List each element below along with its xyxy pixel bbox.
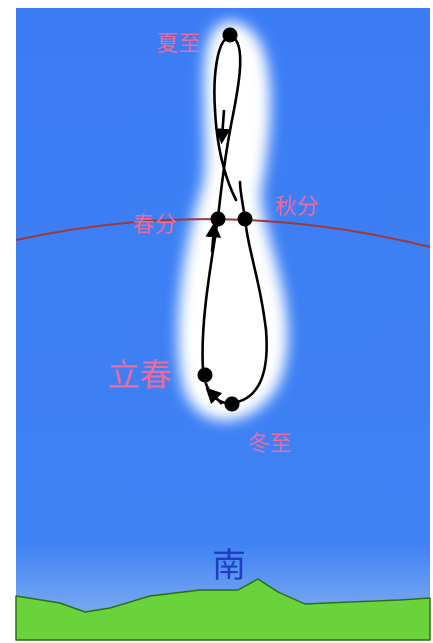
point-autumn-equinox <box>237 211 253 227</box>
label-spring-equinox: 春分 <box>133 213 177 238</box>
point-start-of-spring <box>197 367 213 383</box>
arrow-up <box>205 221 221 253</box>
point-winter-solstice <box>224 396 240 412</box>
arrow-winter <box>205 387 223 405</box>
label-start-of-spring: 立春 <box>108 356 172 394</box>
label-summer-solstice: 夏至 <box>157 32 201 57</box>
analemma-loop-upper <box>213 34 238 202</box>
point-spring-equinox <box>210 211 226 227</box>
label-winter-solstice: 冬至 <box>248 432 292 457</box>
arrow-down <box>214 109 231 145</box>
label-autumn-equinox: 秋分 <box>275 195 319 220</box>
ground-hills <box>15 578 431 641</box>
direction-south-label: 南 <box>212 546 246 586</box>
point-summer-solstice <box>222 27 238 43</box>
